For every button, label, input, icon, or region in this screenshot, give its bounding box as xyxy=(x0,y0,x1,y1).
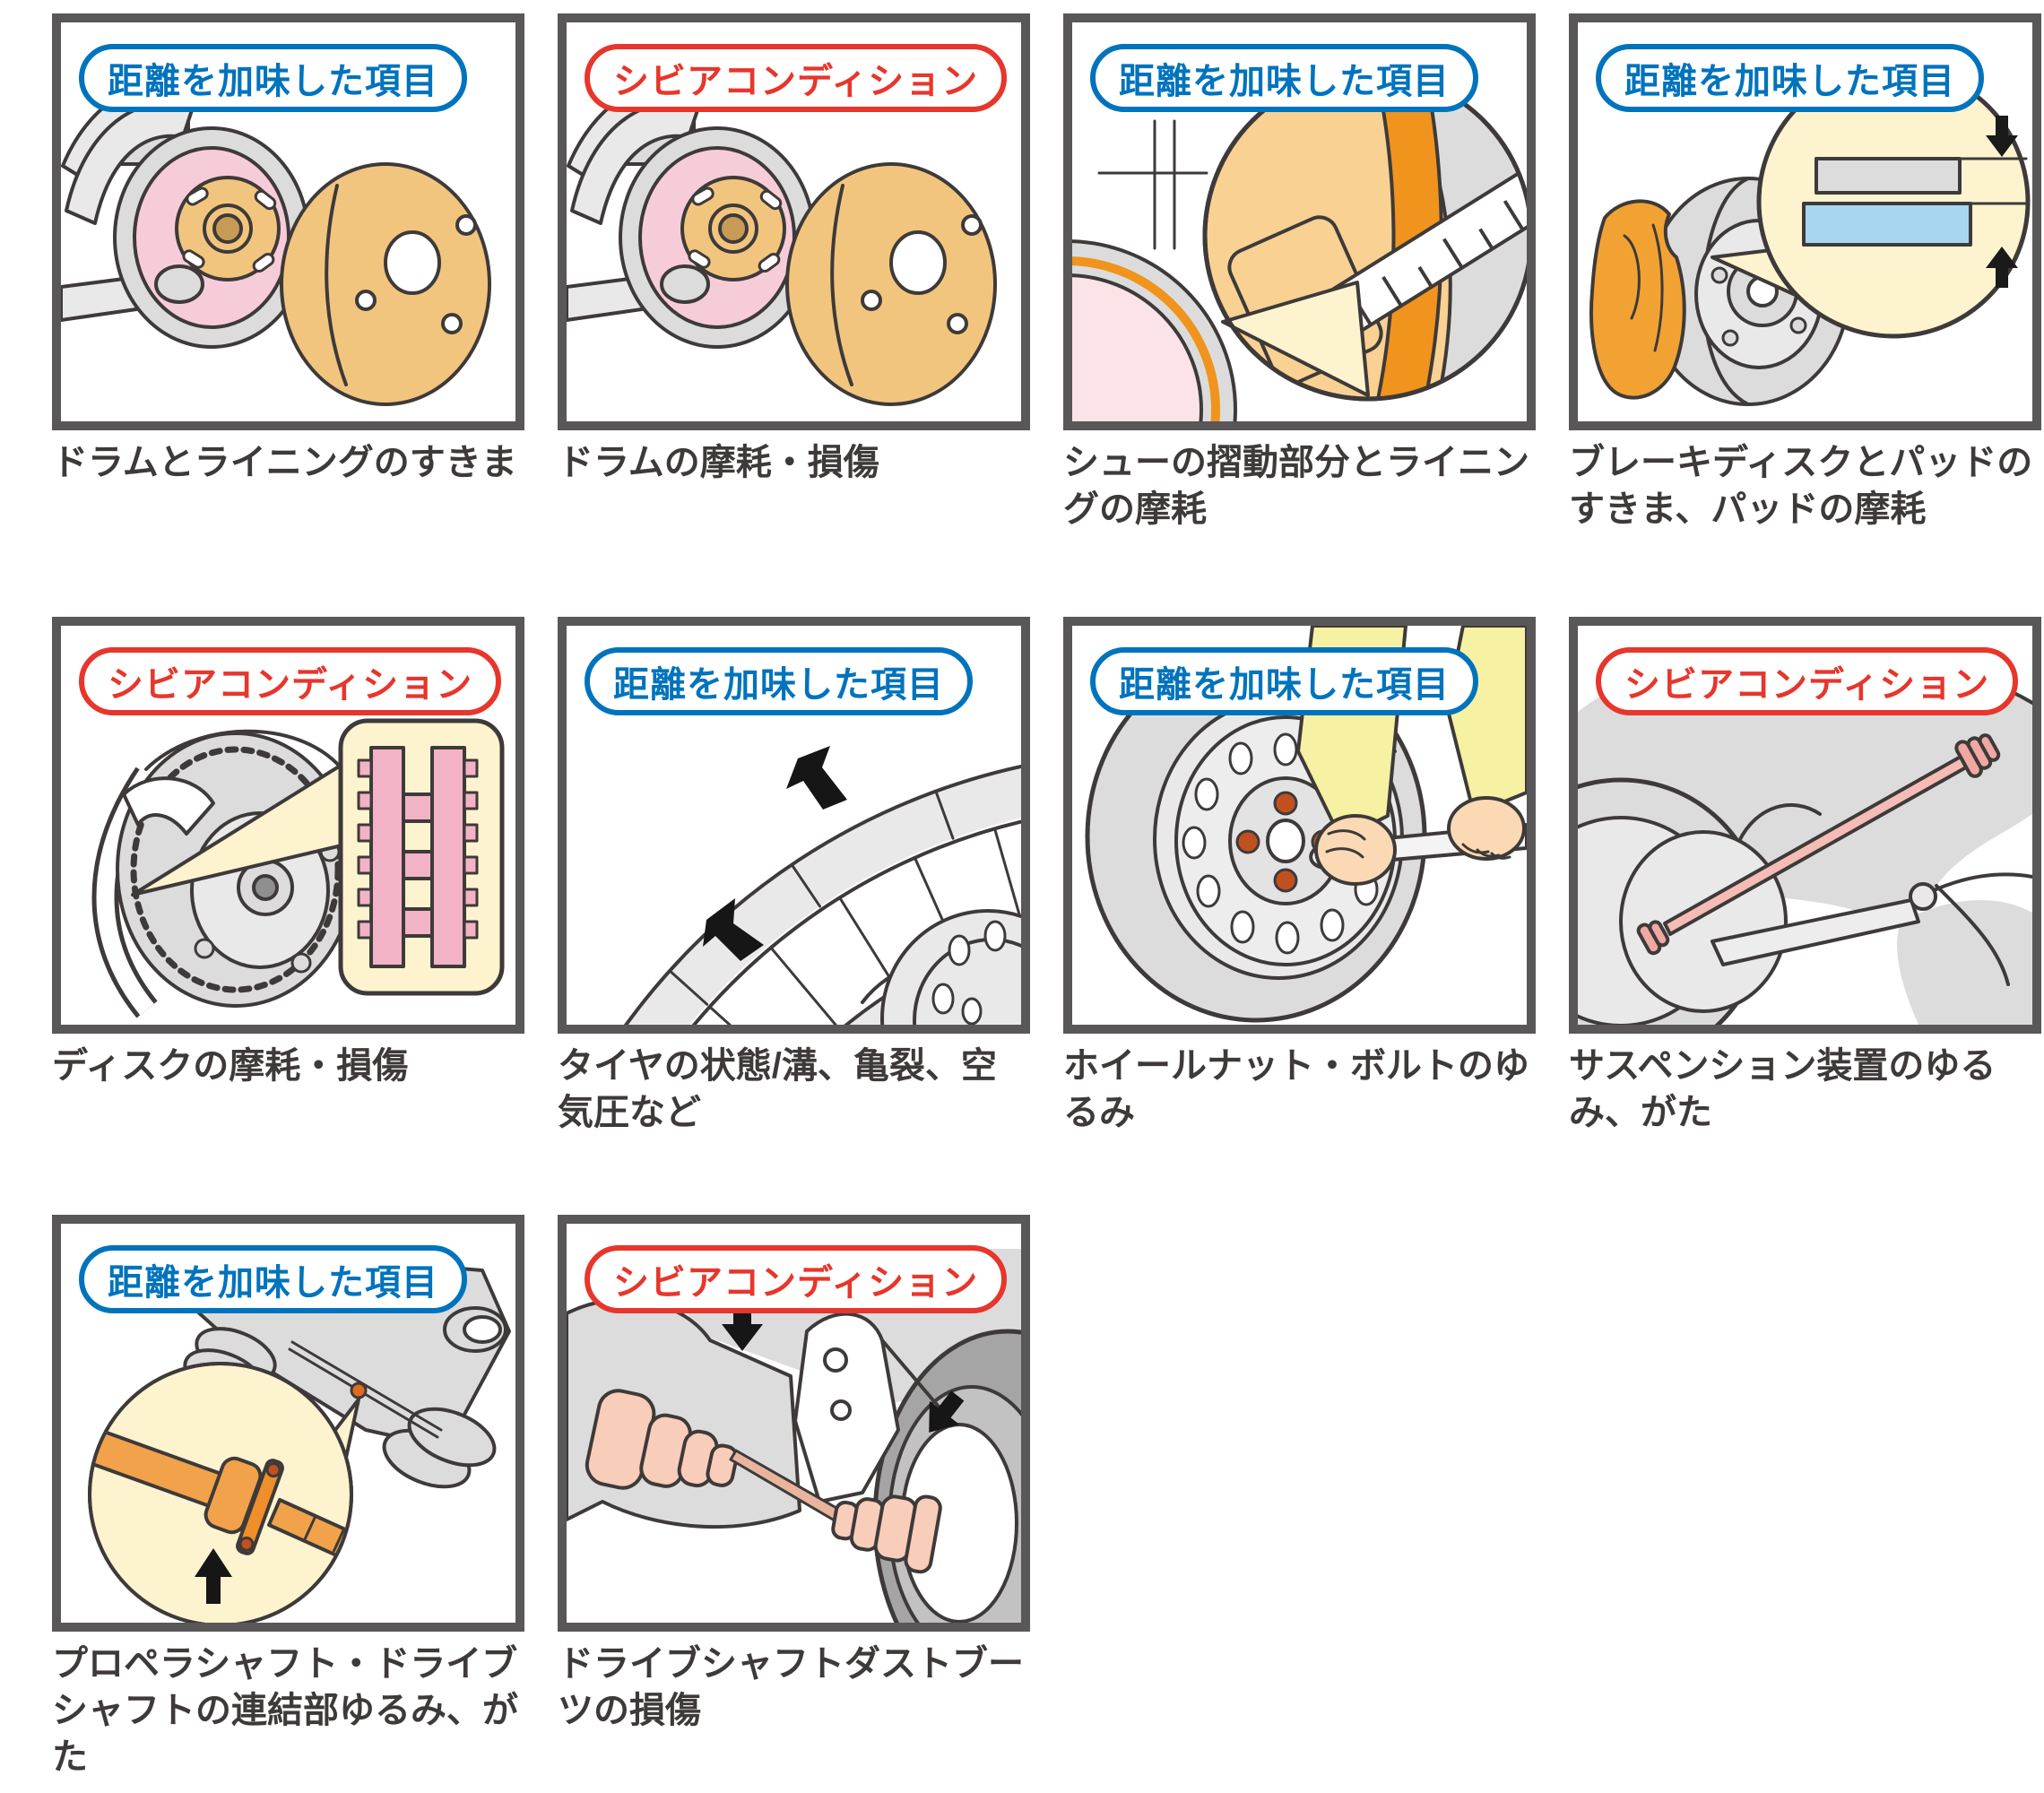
panel-caption: シューの摺動部分とライニングの摩耗 xyxy=(1063,443,1529,529)
panel-disc-wear: シビアコンディション xyxy=(52,617,524,1034)
panel-caption: ブレーキディスクとパッドのすきま、パッドの摩耗 xyxy=(1569,443,2033,529)
panel-cell: シビアコンディション ドライブシャフトダストブーツの損傷 xyxy=(558,1215,1030,1734)
panel-cell: 距離を加味した項目 シューの摺動部分とライニングの摩耗 xyxy=(1063,13,1536,533)
panel-cell: 距離を加味した項目 ブレーキディスクとパッドのすきま、パッドの摩耗 xyxy=(1569,13,2041,533)
panel-caption: サスペンション装置のゆるみ、がた xyxy=(1569,1046,1996,1132)
category-badge: 距離を加味した項目 xyxy=(1090,44,1478,112)
category-badge: 距離を加味した項目 xyxy=(79,44,467,112)
category-badge: 距離を加味した項目 xyxy=(1596,44,1984,112)
panel-cell: 距離を加味した項目 タイヤの状態/溝、亀裂、空気圧など xyxy=(558,617,1030,1136)
panel-caption: プロペラシャフト・ドライブシャフトの連結部ゆるみ、がた xyxy=(52,1644,518,1777)
panel-shoe-lining-wear: 距離を加味した項目 xyxy=(1063,13,1536,430)
panel-propeller-shaft: 距離を加味した項目 xyxy=(52,1215,524,1632)
category-badge: シビアコンディション xyxy=(1596,647,2019,715)
category-badge: 距離を加味した項目 xyxy=(79,1245,467,1313)
panel-cell: 距離を加味した項目 プロペラシャフト・ドライブシャフトの連結部ゆるみ、がた xyxy=(52,1215,524,1780)
panel-cell: 距離を加味した項目 ホイールナット・ボルトのゆるみ xyxy=(1063,617,1536,1136)
panel-drum-lining-clearance: 距離を加味した項目 xyxy=(52,13,524,430)
panel-row-1: 距離を加味した項目 ドラムとライニングのすきま シビアコンディション ドラムの摩… xyxy=(52,13,2044,617)
panel-cell: 距離を加味した項目 ドラムとライニングのすきま xyxy=(52,13,524,486)
category-badge: シビアコンディション xyxy=(585,1245,1008,1313)
panel-row-2: シビアコンディション ディスクの摩耗・損傷 距離を加味した項目 タイヤの状態/溝… xyxy=(52,617,2044,1215)
panel-caption: ドラムの摩耗・損傷 xyxy=(558,443,879,482)
panel-caption: ドラムとライニングのすきま xyxy=(52,443,517,482)
panel-tire-condition: 距離を加味した項目 xyxy=(558,617,1030,1034)
panel-disc-pad-clearance: 距離を加味した項目 xyxy=(1569,13,2041,430)
panel-drum-wear: シビアコンディション xyxy=(558,13,1030,430)
panel-caption: ドライブシャフトダストブーツの損傷 xyxy=(558,1644,1024,1730)
category-badge: 距離を加味した項目 xyxy=(1090,647,1478,715)
panel-cell: シビアコンディション サスペンション装置のゆるみ、がた xyxy=(1569,617,2041,1136)
panel-caption: タイヤの状態/溝、亀裂、空気圧など xyxy=(558,1046,997,1132)
category-badge: シビアコンディション xyxy=(585,44,1008,112)
panel-caption: ホイールナット・ボルトのゆるみ xyxy=(1063,1046,1529,1132)
panel-row-3: 距離を加味した項目 プロペラシャフト・ドライブシャフトの連結部ゆるみ、がた シビ… xyxy=(52,1215,2044,1793)
panel-cell: シビアコンディション ドラムの摩耗・損傷 xyxy=(558,13,1030,486)
panel-suspension: シビアコンディション xyxy=(1569,617,2041,1034)
category-badge: シビアコンディション xyxy=(79,647,502,715)
panel-caption: ディスクの摩耗・損傷 xyxy=(52,1046,409,1086)
panel-dust-boot: シビアコンディション xyxy=(558,1215,1030,1632)
panel-cell: シビアコンディション ディスクの摩耗・損傷 xyxy=(52,617,524,1089)
category-badge: 距離を加味した項目 xyxy=(585,647,973,715)
panel-wheel-nut: 距離を加味した項目 xyxy=(1063,617,1536,1034)
